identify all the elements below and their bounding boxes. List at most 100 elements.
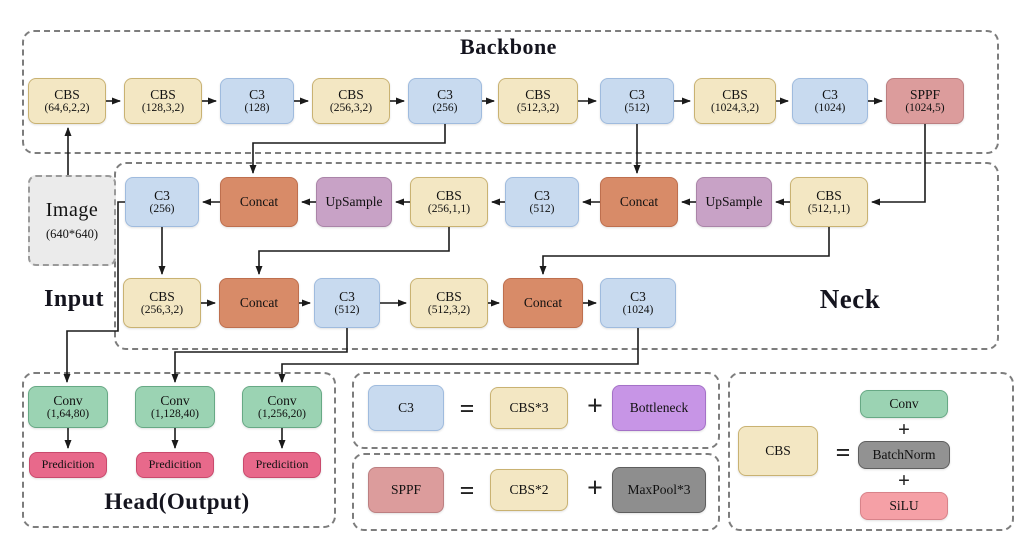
- legend-cbs-frame: [728, 372, 1014, 531]
- neck-bottom-node-concat-1: Concat: [219, 278, 299, 328]
- plus-sign: +: [587, 473, 603, 504]
- legend-c3-lhs: C3: [368, 385, 444, 431]
- legend-sppf-lhs: SPPF: [368, 467, 444, 513]
- node-params: (1,256,20): [258, 408, 306, 421]
- legend-cbs-conv: Conv: [860, 390, 948, 418]
- node-label: Predicition: [255, 457, 309, 472]
- input-image-node: Image (640*640): [28, 175, 116, 266]
- head-title: Head(Output): [104, 489, 250, 514]
- node-params: (640*640): [45, 227, 99, 241]
- head-prediction-p4: Predicition: [136, 452, 214, 478]
- legend-sppf-maxpool: MaxPool*3: [612, 467, 706, 513]
- neck-title: Neck: [819, 284, 881, 314]
- backbone-node-cbs-128: CBS (128,3,2): [124, 78, 202, 124]
- node-params: (1024,3,2): [711, 102, 759, 115]
- node-label: CBS: [722, 87, 748, 102]
- node-label: CBS: [54, 87, 80, 102]
- node-params: (256,1,1): [427, 203, 471, 216]
- neck-top-node-upsample-2: UpSample: [696, 177, 772, 227]
- node-label: CBS: [816, 188, 842, 203]
- backbone-node-cbs-64: CBS (64,6,2,2): [28, 78, 106, 124]
- legend-cbs-batchnorm: BatchNorm: [858, 441, 950, 469]
- backbone-node-sppf: SPPF (1024,5): [886, 78, 964, 124]
- head-conv-p4: Conv (1,128,40): [135, 386, 215, 428]
- node-params: (1,64,80): [46, 408, 90, 421]
- node-label: UpSample: [705, 194, 763, 210]
- legend-c3-bottleneck: Bottleneck: [612, 385, 706, 431]
- node-label: C3: [534, 188, 550, 203]
- node-label: CBS: [436, 289, 462, 304]
- node-label: SiLU: [889, 498, 919, 514]
- plus-sign: +: [898, 417, 910, 441]
- neck-top-node-c3-256: C3 (256): [125, 177, 199, 227]
- node-params: (256): [149, 203, 175, 216]
- backbone-title: Backbone: [460, 34, 557, 59]
- neck-bottom-node-cbs-512: CBS (512,3,2): [410, 278, 488, 328]
- node-label: CBS: [436, 188, 462, 203]
- node-label: C3: [154, 188, 170, 203]
- plus-sign: +: [898, 468, 910, 492]
- node-label: Predicition: [148, 457, 202, 472]
- node-params: (256): [432, 102, 458, 115]
- node-label: CBS*2: [509, 482, 549, 498]
- node-label: BatchNorm: [872, 447, 936, 463]
- backbone-node-cbs-512: CBS (512,3,2): [498, 78, 578, 124]
- node-label: CBS*3: [509, 400, 549, 416]
- node-label: C3: [629, 87, 645, 102]
- input-title: Input: [44, 286, 104, 312]
- node-params: (128,3,2): [141, 102, 185, 115]
- node-params: (512): [624, 102, 650, 115]
- node-label: Image: [45, 199, 99, 221]
- node-params: (1024,5): [905, 102, 945, 115]
- equals-sign: =: [835, 438, 851, 467]
- node-label: Concat: [239, 295, 279, 311]
- node-params: (512,1,1): [807, 203, 851, 216]
- node-label: C3: [249, 87, 265, 102]
- backbone-node-c3-1024: C3 (1024): [792, 78, 868, 124]
- node-label: CBS: [525, 87, 551, 102]
- node-params: (256,3,2): [329, 102, 373, 115]
- node-label: C3: [822, 87, 838, 102]
- backbone-section-frame: [22, 30, 999, 154]
- node-label: CBS: [149, 289, 175, 304]
- neck-bottom-node-c3-512: C3 (512): [314, 278, 380, 328]
- backbone-node-c3-128: C3 (128): [220, 78, 294, 124]
- node-label: MaxPool*3: [627, 482, 691, 498]
- legend-cbs-silu: SiLU: [860, 492, 948, 520]
- node-label: UpSample: [325, 194, 383, 210]
- node-label: Conv: [267, 393, 297, 408]
- neck-bottom-node-cbs-256: CBS (256,3,2): [123, 278, 201, 328]
- neck-top-node-cbs-256: CBS (256,1,1): [410, 177, 488, 227]
- node-params: (1,128,40): [151, 408, 199, 421]
- neck-bottom-node-concat-2: Concat: [503, 278, 583, 328]
- head-conv-p3: Conv (1,64,80): [28, 386, 108, 428]
- backbone-node-cbs-1024: CBS (1024,3,2): [694, 78, 776, 124]
- node-label: Conv: [160, 393, 190, 408]
- node-label: C3: [398, 400, 414, 416]
- legend-cbs-lhs: CBS: [738, 426, 818, 476]
- neck-top-node-upsample-1: UpSample: [316, 177, 392, 227]
- node-params: (64,6,2,2): [44, 102, 90, 115]
- backbone-node-c3-512: C3 (512): [600, 78, 674, 124]
- neck-top-node-concat-1: Concat: [220, 177, 298, 227]
- legend-sppf-frame: [352, 453, 720, 531]
- node-label: Conv: [53, 393, 83, 408]
- node-label: C3: [630, 289, 646, 304]
- node-label: Concat: [523, 295, 563, 311]
- node-label: C3: [437, 87, 453, 102]
- head-prediction-p3: Predicition: [29, 452, 107, 478]
- equals-sign: =: [459, 476, 475, 505]
- node-label: CBS: [150, 87, 176, 102]
- head-conv-p5: Conv (1,256,20): [242, 386, 322, 428]
- node-params: (128): [244, 102, 270, 115]
- node-label: Predicition: [41, 457, 95, 472]
- equals-sign: =: [459, 394, 475, 423]
- node-label: SPPF: [909, 87, 941, 102]
- node-label: Conv: [889, 396, 919, 412]
- node-label: CBS: [338, 87, 364, 102]
- head-prediction-p5: Predicition: [243, 452, 321, 478]
- node-label: Bottleneck: [629, 400, 689, 416]
- node-label: SPPF: [390, 482, 422, 498]
- node-label: Concat: [619, 194, 659, 210]
